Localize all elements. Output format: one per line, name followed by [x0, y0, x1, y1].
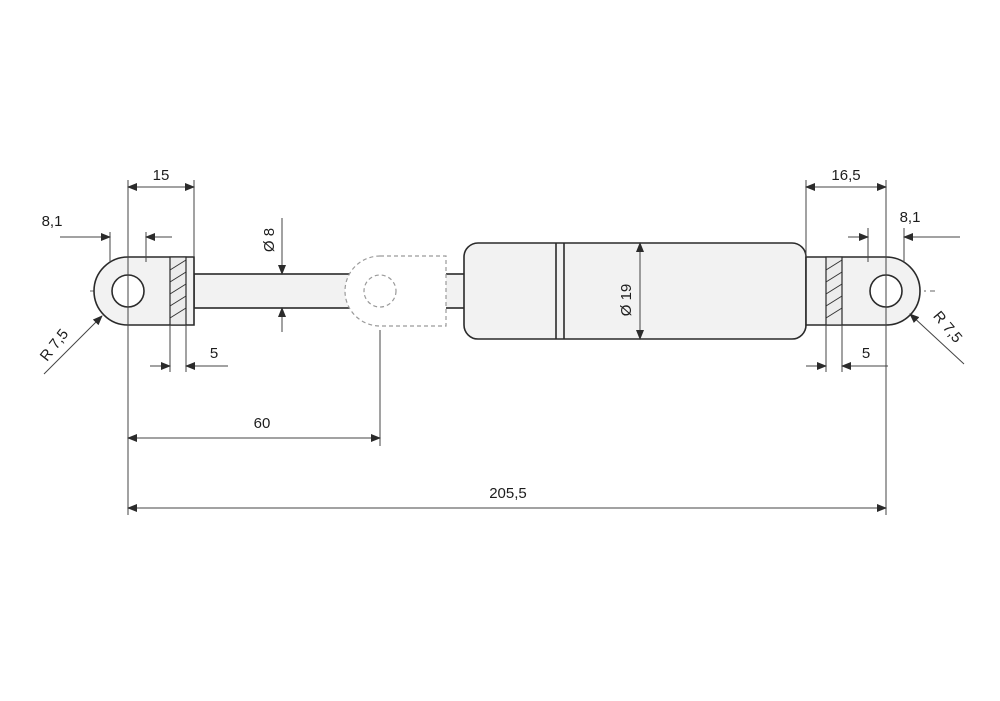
left-hatch: [169, 256, 187, 326]
dim-overall-length: 205,5: [489, 485, 527, 502]
dim-offset-right: 8,1: [900, 209, 921, 226]
right-hatch: [825, 256, 843, 326]
right-eye-fitting: [805, 256, 921, 326]
dim-slot-right: 5: [862, 345, 870, 362]
dim-slot-left: 5: [210, 345, 218, 362]
dimension-lines: [43, 183, 965, 512]
dim-radius-left: R 7,5: [37, 326, 72, 365]
dim-offset-left: 8,1: [42, 213, 63, 230]
dim-radius-right: R 7,5: [929, 308, 965, 346]
dim-body-diameter: Ø 19: [618, 284, 635, 317]
dim-rod-diameter: Ø 8: [261, 228, 278, 252]
dim-stroke-length: 60: [254, 415, 271, 432]
cylinder-body: [463, 242, 807, 340]
dim-eye-width-left: 15: [153, 167, 170, 184]
extension-lines: [109, 180, 905, 515]
dim-eye-width-right: 16,5: [831, 167, 860, 184]
ghost-eye-hole: [363, 274, 397, 308]
